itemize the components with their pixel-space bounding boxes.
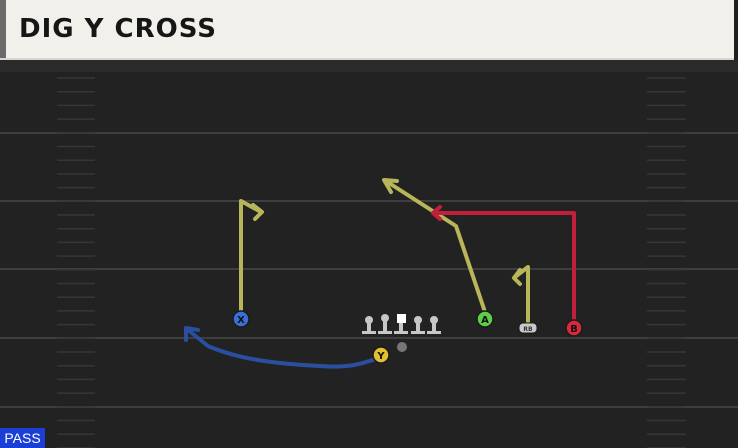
field-diagram: X Y A B RB bbox=[0, 60, 738, 448]
a-route bbox=[387, 181, 487, 314]
quarterback-dot bbox=[397, 342, 407, 352]
player-a-label: A bbox=[481, 315, 489, 326]
player-a-marker bbox=[476, 310, 494, 328]
yard-lines bbox=[0, 132, 738, 408]
player-y-label: Y bbox=[376, 351, 385, 362]
play-type-badge: PASS bbox=[0, 428, 45, 448]
offensive-line bbox=[362, 314, 441, 334]
field-top-band bbox=[0, 60, 738, 72]
player-x[interactable]: X bbox=[232, 310, 250, 328]
player-b-marker bbox=[565, 319, 583, 337]
field: X Y A B RB bbox=[0, 60, 738, 448]
player-rb[interactable]: RB bbox=[518, 322, 538, 334]
field-background bbox=[0, 60, 738, 448]
lineman-icon bbox=[362, 316, 376, 334]
x-route-arrowhead bbox=[251, 203, 264, 221]
rb-route-arrowhead bbox=[512, 268, 522, 286]
player-b[interactable]: B bbox=[565, 319, 583, 337]
lineman-icon bbox=[378, 314, 392, 334]
play-title: DIG Y CROSS bbox=[19, 14, 218, 44]
y-route bbox=[186, 328, 380, 369]
player-y-marker bbox=[372, 346, 390, 364]
player-x-marker bbox=[232, 310, 250, 328]
title-accent bbox=[0, 0, 6, 58]
b-route bbox=[435, 211, 576, 324]
lineman-icon bbox=[427, 316, 441, 334]
a-route-arrowhead bbox=[382, 178, 399, 194]
b-route-arrowhead bbox=[431, 205, 442, 221]
lineman-icon bbox=[411, 316, 425, 334]
play-title-bar: DIG Y CROSS bbox=[0, 0, 734, 60]
player-rb-marker bbox=[518, 322, 538, 334]
player-y[interactable]: Y bbox=[372, 346, 390, 364]
player-x-label: X bbox=[237, 315, 245, 326]
player-rb-label: RB bbox=[523, 326, 533, 333]
player-b-label: B bbox=[570, 324, 578, 335]
center-icon bbox=[394, 314, 408, 334]
y-route-arrowhead bbox=[184, 326, 200, 342]
player-a[interactable]: A bbox=[476, 310, 494, 328]
